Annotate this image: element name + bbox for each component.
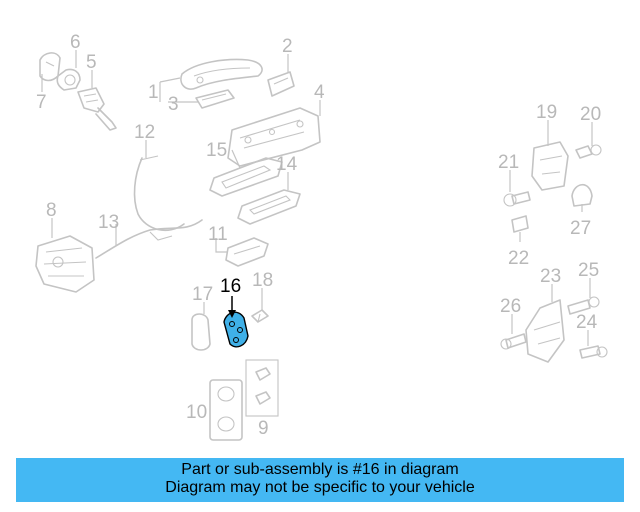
callout-16: 16 <box>220 276 241 297</box>
callout-21: 21 <box>498 152 519 173</box>
callout-5: 5 <box>86 52 97 73</box>
callout-9: 9 <box>258 418 269 439</box>
callout-17: 17 <box>192 284 213 305</box>
callout-20: 20 <box>580 104 601 125</box>
callout-13: 13 <box>98 212 119 233</box>
part-8-door-latch <box>35 235 95 293</box>
part-20-bolt <box>575 144 602 159</box>
callout-7: 7 <box>36 92 47 113</box>
part-2-pad <box>267 71 295 97</box>
part-12-cable <box>133 155 185 232</box>
banner-line-disclaimer: Diagram may not be specific to your vehi… <box>165 479 475 496</box>
callout-27: 27 <box>570 218 591 239</box>
callout-4: 4 <box>314 82 325 103</box>
callout-11: 11 <box>208 224 228 245</box>
part-4-handle-frame <box>227 107 321 167</box>
part-10-plate <box>209 379 243 441</box>
part-14-inner-handle <box>237 189 301 225</box>
part-16-arrow <box>228 296 236 318</box>
callout-12: 12 <box>134 122 155 143</box>
part-17-gasket <box>191 313 211 351</box>
part-19-striker <box>531 141 569 191</box>
part-3-handle-bezel <box>195 89 235 109</box>
callout-14: 14 <box>276 154 298 175</box>
parts-diagram: 1 2 3 4 5 6 7 8 9 10 11 12 13 14 15 16 1… <box>35 32 608 441</box>
callout-15: 15 <box>206 140 227 161</box>
part-22-cap <box>511 215 529 233</box>
part-16-highlighted <box>223 311 249 348</box>
banner-line-part: Part or sub-assembly is #16 in diagram <box>181 461 459 478</box>
callout-19: 19 <box>536 102 557 123</box>
callout-6: 6 <box>70 32 81 53</box>
part-27-bumper <box>571 183 593 207</box>
part-5-lock-cylinder <box>77 87 117 131</box>
part-7-cover <box>39 52 61 82</box>
callout-3: 3 <box>168 94 179 115</box>
part-6-cap <box>56 68 81 91</box>
leader-lines <box>41 50 593 346</box>
part-21-bolt <box>503 191 531 207</box>
part-18-screw <box>251 309 269 323</box>
callout-2: 2 <box>282 36 293 57</box>
info-banner: Part or sub-assembly is #16 in diagram D… <box>16 458 624 502</box>
callout-22: 22 <box>508 248 529 269</box>
part-24-bolt <box>579 345 608 359</box>
callout-8: 8 <box>46 200 57 221</box>
part-9-bolts <box>245 359 279 417</box>
part-13-cable <box>95 219 203 259</box>
part-23-check <box>525 299 565 363</box>
callout-26: 26 <box>500 296 521 317</box>
callout-18: 18 <box>252 270 273 291</box>
part-15-inner-handle <box>209 157 283 197</box>
part-1-outer-handle <box>180 58 263 90</box>
part-11-bracket <box>225 237 269 267</box>
callout-23: 23 <box>540 266 561 287</box>
callout-1: 1 <box>148 82 159 103</box>
callout-25: 25 <box>578 260 599 281</box>
callout-labels: 1 2 3 4 5 6 7 8 9 10 11 12 13 14 15 16 1… <box>36 32 601 439</box>
callout-10: 10 <box>186 402 207 423</box>
callout-24: 24 <box>576 312 598 333</box>
part-26-bolt <box>500 333 527 350</box>
part-25-bolt <box>567 296 600 315</box>
